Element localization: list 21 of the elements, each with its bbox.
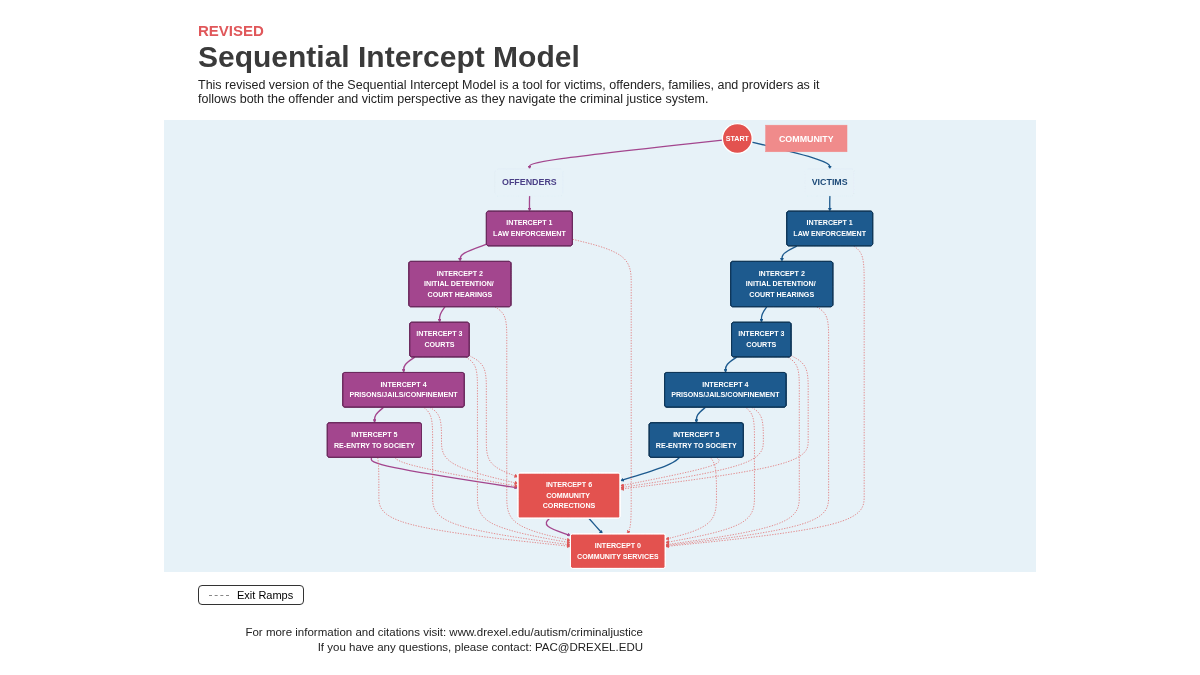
arrow	[401, 356, 416, 373]
info-text: For more information and citations visit: www.drexel.edu/autism/criminaljustice	[245, 626, 643, 638]
arrow	[588, 517, 603, 535]
node-text: OFFENDERS	[501, 177, 557, 188]
arrow	[458, 243, 488, 262]
arrow	[694, 406, 707, 424]
arrow	[779, 245, 798, 262]
node-text: VICTIMS	[811, 177, 848, 188]
arrow	[723, 356, 738, 373]
arrow	[759, 306, 768, 323]
arrow	[437, 306, 446, 323]
arrow	[545, 517, 571, 537]
arrow	[372, 406, 385, 424]
contact-text: If you have any questions, please contact: PAC@DREXEL.EDU	[317, 641, 643, 653]
title: Sequential Intercept Model	[198, 40, 580, 74]
revised-label: REVISED	[198, 22, 264, 39]
legend-text: Exit Ramps	[237, 589, 294, 601]
subtitle: This revised version of the Sequential Intercept Model is a tool for victims, offenders, families, and providers as it follows both the offender and victim perspective as they navigate the criminal justice system.	[198, 78, 821, 106]
arrow	[827, 195, 832, 212]
arrow	[620, 456, 681, 482]
node-box: COMMUNITY	[765, 124, 848, 152]
